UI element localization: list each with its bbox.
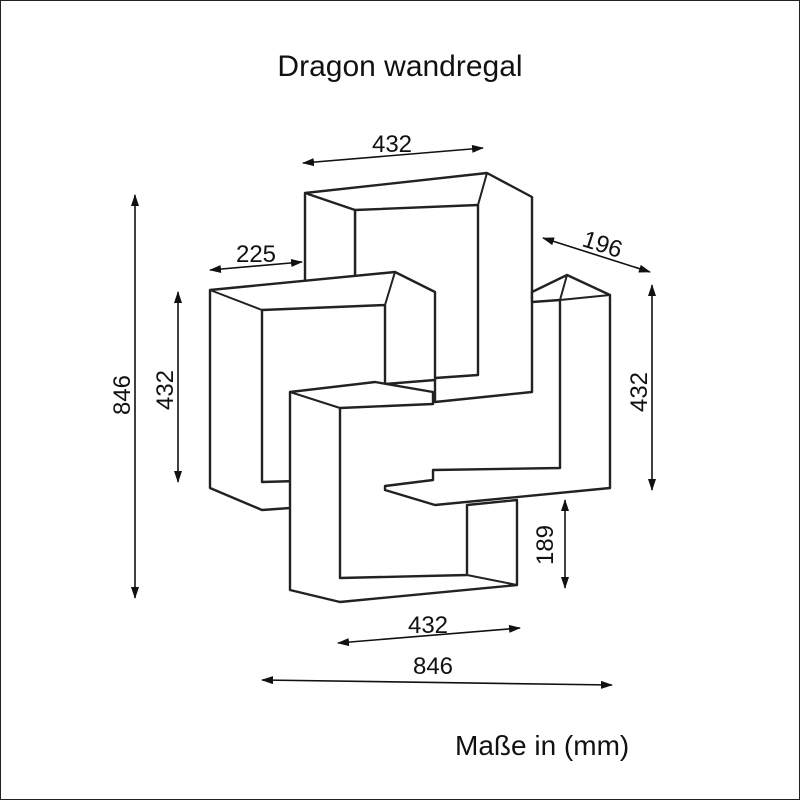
shelf-illustration (208, 171, 612, 604)
top-box-inner-edge (477, 172, 488, 206)
dim-label-right-height: 432 (626, 372, 653, 412)
dim-label-bottom-width: 432 (408, 612, 448, 639)
dim-line-bottom-width (337, 624, 521, 647)
right-box-inner-edge (559, 294, 611, 301)
units-note: Maße in (mm) (455, 730, 630, 761)
dim-line-total-width (261, 676, 613, 689)
left-box-front-edge (209, 289, 263, 311)
dim-label-left-height: 432 (152, 370, 179, 410)
dim-line-right-depth (542, 237, 651, 273)
dim-label-left-depth: 225 (236, 241, 276, 268)
bottom-box-front-edge (289, 391, 341, 409)
dimension-lines: 432 225 196 846 432 432 189 432 846 (109, 131, 656, 689)
right-box-front-edge (559, 274, 568, 301)
left-box-inner-edge (384, 271, 396, 306)
dim-label-right-depth: 196 (579, 226, 625, 264)
dim-label-bottom-height: 189 (532, 525, 559, 565)
bottom-box-inner-edge (466, 574, 518, 586)
top-box-front-edge (304, 191, 357, 293)
dim-line-left-depth (209, 258, 303, 274)
drawing-title: Dragon wandregal (277, 50, 523, 83)
dim-line-top-width (302, 144, 484, 167)
dim-label-total-height: 846 (109, 375, 136, 415)
dim-label-total-width: 846 (413, 653, 453, 680)
dim-label-top-width: 432 (372, 131, 412, 158)
